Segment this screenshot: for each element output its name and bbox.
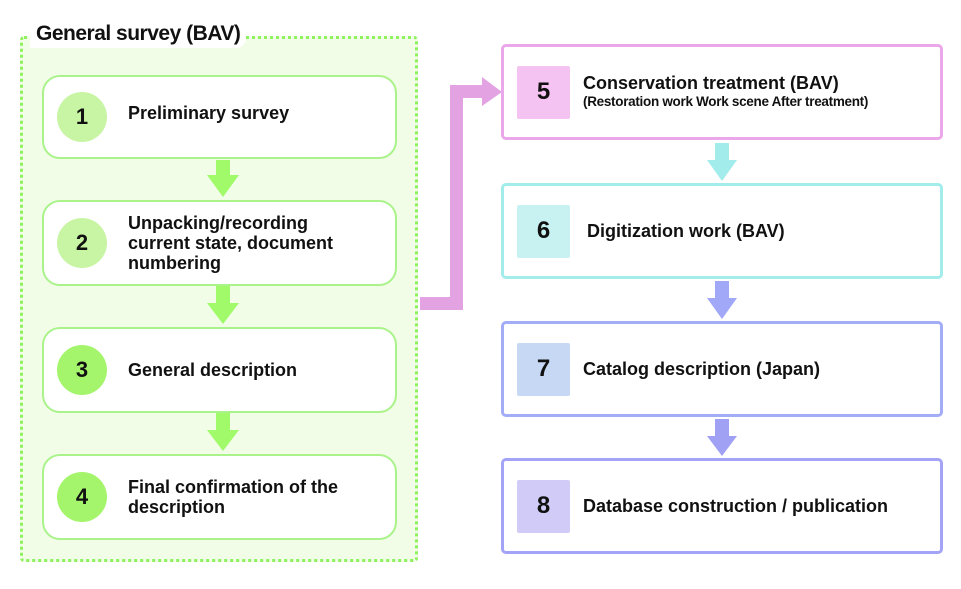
step-3-box: 3 General description: [42, 327, 397, 413]
step-4-label: Final confirmation of the description: [128, 477, 338, 517]
step-5-text: Conservation treatment (BAV) (Restoratio…: [583, 73, 868, 111]
arrow-6-to-7: [707, 281, 737, 319]
step-6-number: 6: [517, 204, 570, 258]
step-7-number: 7: [517, 342, 570, 396]
step-3-number: 3: [57, 345, 107, 395]
step-2-label: Unpacking/recording current state, docum…: [128, 213, 334, 273]
connector-arrow-to-step-5: [420, 77, 502, 310]
step-8-label: Database construction / publication: [583, 496, 889, 516]
arrow-1-to-2: [207, 160, 239, 197]
step-7-box: 7 Catalog description (Japan): [501, 321, 943, 417]
step-8-box: 8 Database construction / publication: [501, 458, 943, 554]
step-7-label: Catalog description (Japan): [583, 359, 821, 379]
step-5-number: 5: [517, 65, 570, 119]
step-4-number: 4: [57, 472, 107, 522]
step-3-label: General description: [128, 360, 298, 380]
group-title: General survey (BAV): [30, 22, 247, 48]
arrow-3-to-4: [207, 413, 239, 451]
step-2-number: 2: [57, 218, 107, 268]
step-5-box: 5 Conservation treatment (BAV) (Restorat…: [501, 44, 943, 140]
arrow-2-to-3: [207, 286, 239, 324]
arrow-7-to-8: [707, 419, 737, 456]
step-1-number: 1: [57, 92, 107, 142]
arrow-5-to-6: [707, 143, 737, 181]
step-1-label: Preliminary survey: [128, 103, 290, 123]
step-5-label: Conservation treatment (BAV): [583, 73, 839, 93]
step-6-label: Digitization work (BAV): [587, 221, 785, 241]
step-8-number: 8: [517, 479, 570, 533]
step-1-box: 1 Preliminary survey: [42, 75, 397, 159]
step-6-box: 6 Digitization work (BAV): [501, 183, 943, 279]
step-5-sublabel: (Restoration work Work scene After treat…: [583, 94, 869, 109]
step-4-box: 4 Final confirmation of the description: [42, 454, 397, 540]
step-2-box: 2 Unpacking/recording current state, doc…: [42, 200, 397, 286]
